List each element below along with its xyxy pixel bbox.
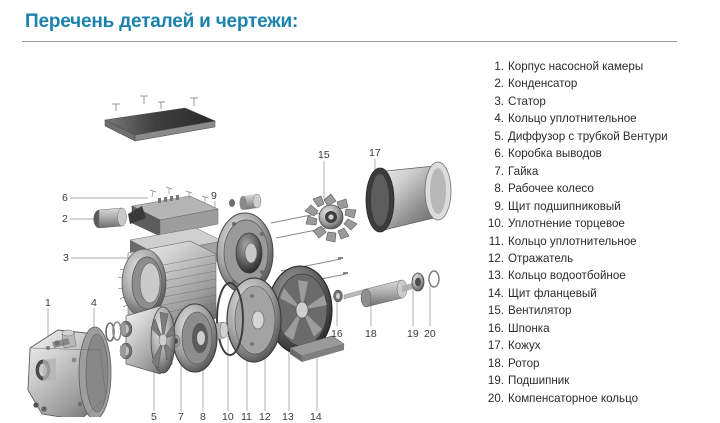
part-diffuser xyxy=(119,305,176,375)
parts-list-item: 15. Вентилятор xyxy=(484,302,716,319)
parts-list-item-label: Конденсатор xyxy=(508,77,578,91)
part-fan xyxy=(304,193,358,243)
part-flange-shield xyxy=(267,265,345,362)
parts-list-item-number: 11. xyxy=(488,234,504,248)
part-seal-rings xyxy=(105,321,122,342)
parts-list-item-number: 6. xyxy=(494,147,504,161)
callout-10: 10 xyxy=(222,411,234,423)
parts-list-item-number: 3. xyxy=(494,94,504,108)
part-pump-body xyxy=(27,326,112,417)
part-capacitor xyxy=(93,207,127,229)
parts-list-item-number: 14. xyxy=(487,286,504,300)
parts-list-item-label: Подшипник xyxy=(508,374,570,388)
part-bearing-shield xyxy=(216,212,274,294)
parts-list-item-number: 15. xyxy=(487,304,504,318)
parts-list-item-number: 17. xyxy=(487,339,504,353)
parts-list-item: 13. Кольцо водоотбойное xyxy=(484,267,716,284)
part-o-ring xyxy=(216,282,244,356)
parts-list-item-label: Уплотнение торцевое xyxy=(508,217,625,231)
callout-17: 17 xyxy=(369,147,381,159)
parts-list-item: 16. Шпонка xyxy=(484,320,716,337)
part-rotor-assembly xyxy=(333,270,440,308)
callout-3: 3 xyxy=(63,252,69,264)
part-reflector xyxy=(226,277,282,363)
parts-list-item: 8. Рабочее колесо xyxy=(484,180,716,197)
callout-12: 12 xyxy=(259,411,271,423)
parts-list-item: 11. Кольцо уплотнительное xyxy=(484,233,716,250)
page-title: Перечень деталей и чертежи: xyxy=(25,11,299,32)
parts-list-item: 6. Коробка выводов xyxy=(484,145,716,162)
parts-list-item-number: 1. xyxy=(494,60,504,73)
parts-list-item-number: 7. xyxy=(494,164,504,178)
parts-list-item-number: 13. xyxy=(487,269,504,283)
parts-list-item-label: Шпонка xyxy=(508,321,550,335)
parts-list-item: 2. Конденсатор xyxy=(484,75,716,92)
parts-list-item-number: 8. xyxy=(494,182,504,196)
part-small-plug xyxy=(229,193,262,210)
part-stator xyxy=(117,227,223,340)
parts-list-item: 14. Щит фланцевый xyxy=(484,285,716,302)
callout-6: 6 xyxy=(62,192,68,204)
parts-list-item: 5. Диффузор с трубкой Вентури xyxy=(484,128,716,145)
parts-list-item-label: Компенсаторное кольцо xyxy=(508,391,639,405)
callout-11: 11 xyxy=(241,411,252,423)
parts-list-item-number: 20. xyxy=(487,391,504,405)
parts-list-item-label: Кожух xyxy=(508,339,541,353)
parts-list-item-number: 18. xyxy=(487,356,504,370)
parts-list-item-number: 19. xyxy=(487,374,504,388)
parts-list-item-label: Гайка xyxy=(508,164,539,178)
exploded-parts-diagram: 6 2 3 9 15 17 1 4 16 18 19 20 5 7 8 10 1… xyxy=(0,48,470,422)
parts-list-item: 12. Отражатель xyxy=(484,250,716,267)
callout-19: 19 xyxy=(407,328,419,340)
callout-7: 7 xyxy=(178,411,184,423)
parts-list-item-label: Кольцо уплотнительное xyxy=(508,112,637,126)
parts-list-item-label: Корпус насосной камеры xyxy=(508,60,644,73)
parts-list-item: 3. Статор xyxy=(484,93,716,110)
parts-list-item-number: 9. xyxy=(494,199,504,213)
callout-9: 9 xyxy=(211,190,217,202)
part-terminal-box xyxy=(128,186,219,237)
parts-list-item: 4. Кольцо уплотнительное xyxy=(484,110,716,127)
callout-1: 1 xyxy=(45,297,51,309)
parts-list-item-label: Ротор xyxy=(508,356,540,370)
parts-list-item-label: Щит подшипниковый xyxy=(508,199,621,213)
title-divider xyxy=(22,41,677,42)
parts-list-item-label: Кольцо уплотнительное xyxy=(508,234,637,248)
part-terminal-box-cover xyxy=(104,95,217,142)
callout-15: 15 xyxy=(318,149,330,161)
part-cowl xyxy=(365,161,452,233)
parts-list-item-number: 2. xyxy=(494,77,504,91)
parts-list-item-label: Вентилятор xyxy=(508,304,572,318)
parts-list-item: 7. Гайка xyxy=(484,163,716,180)
callout-2: 2 xyxy=(62,213,68,225)
parts-list-item-number: 12. xyxy=(487,251,504,265)
callout-4: 4 xyxy=(91,297,97,309)
parts-list-item-label: Коробка выводов xyxy=(508,147,602,161)
parts-list: 1. Корпус насосной камеры 2. Конденсатор 3. С… xyxy=(484,58,716,407)
callout-20: 20 xyxy=(424,328,436,340)
parts-list-item-number: 16. xyxy=(487,321,504,335)
callout-5: 5 xyxy=(151,411,157,423)
callout-8: 8 xyxy=(200,411,206,423)
callout-13: 13 xyxy=(282,411,294,423)
parts-list-item-label: Щит фланцевый xyxy=(508,286,597,300)
parts-list-item-label: Статор xyxy=(508,94,546,108)
parts-list-item-number: 4. xyxy=(494,112,504,126)
parts-list-item: 19. Подшипник xyxy=(484,372,716,389)
callout-18: 18 xyxy=(365,328,377,340)
parts-list-item-label: Кольцо водоотбойное xyxy=(508,269,626,283)
parts-list-item: 18. Ротор xyxy=(484,355,716,372)
parts-list-item: 10. Уплотнение торцевое xyxy=(484,215,716,232)
parts-list-item-label: Диффузор с трубкой Вентури xyxy=(508,129,668,143)
callout-14: 14 xyxy=(310,411,322,423)
parts-list-item: 9. Щит подшипниковый xyxy=(484,198,716,215)
parts-list-item-label: Рабочее колесо xyxy=(508,182,594,196)
callout-16: 16 xyxy=(331,328,343,340)
parts-list-item-number: 10. xyxy=(487,217,504,231)
parts-list-item: 17. Кожух xyxy=(484,337,716,354)
parts-list-item: 1. Корпус насосной камеры xyxy=(484,58,716,75)
parts-list-item: 20. Компенсаторное кольцо xyxy=(484,390,716,407)
parts-list-item-number: 5. xyxy=(494,129,504,143)
parts-list-item-label: Отражатель xyxy=(508,251,574,265)
